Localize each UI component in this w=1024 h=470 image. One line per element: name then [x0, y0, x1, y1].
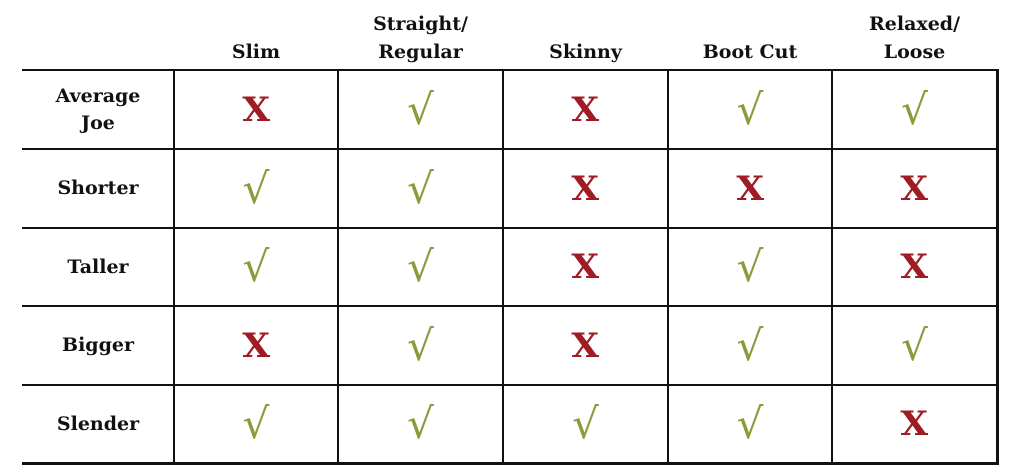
- check-mark-icon: √: [242, 399, 270, 448]
- column-header: Boot Cut: [702, 41, 798, 63]
- check-mark-icon: √: [572, 399, 599, 448]
- row-label: Slender: [56, 412, 140, 435]
- column-header: Relaxed/Loose: [868, 13, 961, 63]
- table-cell: X: [503, 307, 668, 384]
- table-cell: √: [668, 386, 832, 462]
- table-cell: X: [503, 150, 668, 227]
- row-divider: [22, 462, 999, 465]
- table-cell: X: [832, 229, 997, 305]
- check-mark-icon: √: [736, 320, 764, 370]
- check-mark-icon: √: [736, 84, 764, 134]
- table-cell: √: [338, 386, 503, 462]
- table-cell: √: [174, 229, 338, 305]
- table-cell: X: [503, 71, 668, 148]
- x-mark-icon: X: [242, 89, 270, 130]
- table-cell: X: [668, 150, 832, 227]
- column-divider: [337, 70, 339, 464]
- table-cell: X: [832, 386, 997, 462]
- row-divider: [22, 384, 999, 386]
- check-mark-icon: √: [407, 320, 434, 370]
- check-mark-icon: √: [407, 163, 434, 213]
- table-cell: √: [668, 307, 832, 384]
- row-divider: [22, 69, 999, 71]
- table-cell: √: [668, 71, 832, 148]
- column-header: Skinny: [549, 41, 622, 63]
- table-cell: X: [503, 229, 668, 305]
- table-cell: √: [668, 229, 832, 305]
- row-label: Bigger: [62, 334, 134, 356]
- table-cell: √: [338, 71, 503, 148]
- table-cell: √: [832, 307, 997, 384]
- check-mark-icon: √: [901, 320, 928, 370]
- x-mark-icon: X: [900, 404, 929, 444]
- table-cell: √: [338, 150, 503, 227]
- table-cell: √: [338, 229, 503, 305]
- table-cell: X: [174, 71, 338, 148]
- x-mark-icon: X: [736, 168, 764, 209]
- column-header: Slim: [231, 41, 281, 63]
- row-divider: [22, 305, 999, 307]
- row-divider: [22, 227, 999, 229]
- column-divider: [173, 70, 175, 464]
- row-divider: [22, 148, 999, 150]
- table-cell: √: [503, 386, 668, 462]
- table-cell: √: [174, 386, 338, 462]
- check-mark-icon: √: [736, 399, 764, 448]
- check-mark-icon: √: [407, 399, 434, 448]
- check-mark-icon: √: [242, 242, 270, 291]
- check-mark-icon: √: [407, 84, 434, 134]
- column-divider: [831, 70, 833, 464]
- x-mark-icon: X: [900, 247, 929, 287]
- check-mark-icon: √: [242, 163, 270, 213]
- table-cell: √: [174, 150, 338, 227]
- check-mark-icon: √: [736, 242, 764, 291]
- column-divider: [667, 70, 669, 464]
- column-divider: [502, 70, 504, 464]
- table-cell: X: [174, 307, 338, 384]
- x-mark-icon: X: [571, 89, 600, 130]
- column-divider: [996, 70, 999, 464]
- table-cell: √: [338, 307, 503, 384]
- check-mark-icon: √: [407, 242, 434, 291]
- x-mark-icon: X: [242, 325, 270, 366]
- x-mark-icon: X: [900, 168, 929, 209]
- x-mark-icon: X: [571, 168, 600, 209]
- x-mark-icon: X: [571, 247, 600, 287]
- table-cell: √: [832, 71, 997, 148]
- table-cell: X: [832, 150, 997, 227]
- x-mark-icon: X: [571, 325, 600, 366]
- column-header: Straight/Regular: [373, 13, 468, 63]
- check-mark-icon: √: [901, 84, 928, 134]
- row-label: Shorter: [57, 177, 139, 199]
- row-label: Taller: [67, 255, 129, 278]
